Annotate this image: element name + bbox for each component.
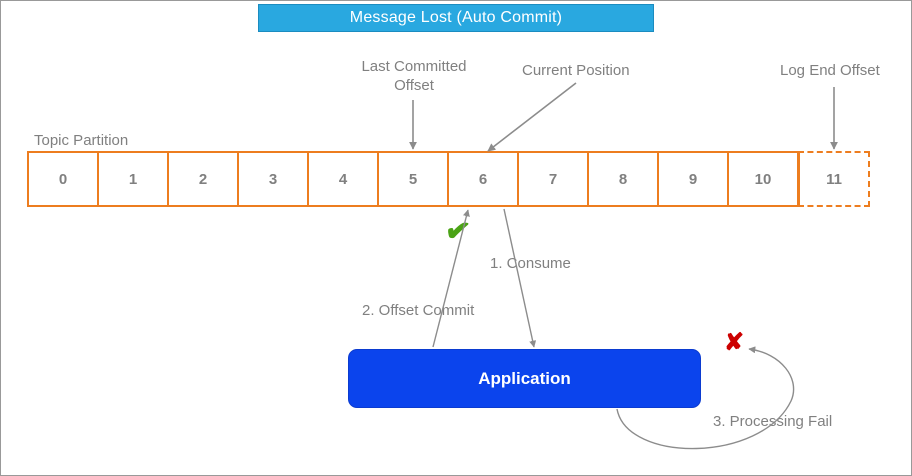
partition-cell[interactable]: 3: [238, 151, 308, 207]
partition-cell[interactable]: 9: [658, 151, 728, 207]
partition-cell[interactable]: 2: [168, 151, 238, 207]
log-end-offset-label: Log End Offset: [780, 62, 880, 79]
last-committed-offset-label: Last Committed Offset: [354, 57, 474, 95]
topic-partition-strip: 0 1 2 3 4 5 6 7 8 9 10 11: [27, 151, 870, 207]
application-label: Application: [478, 368, 571, 388]
arrow-current-position: [487, 82, 577, 152]
current-position-label: Current Position: [522, 62, 630, 79]
diagram-title-banner: Message Lost (Auto Commit): [258, 4, 654, 32]
flow-label-consume: 1. Consume: [490, 255, 571, 272]
page-title: Message Lost (Auto Commit): [349, 9, 563, 26]
flow-label-processing-fail: 3. Processing Fail: [713, 413, 833, 430]
partition-cell[interactable]: 1: [98, 151, 168, 207]
topic-partition-label: Topic Partition: [34, 132, 129, 149]
flow-label-offset-commit: 2. Offset Commit: [362, 302, 475, 319]
partition-cell[interactable]: 6: [448, 151, 518, 207]
partition-cell[interactable]: 4: [308, 151, 378, 207]
success-check-icon: ✔: [442, 213, 473, 250]
last-committed-offset-label-line2: Offset: [394, 77, 434, 94]
partition-cell[interactable]: 10: [728, 151, 798, 207]
partition-cell[interactable]: 8: [588, 151, 658, 207]
last-committed-offset-label-line1: Last Committed: [361, 58, 467, 75]
partition-cell[interactable]: 0: [27, 151, 98, 207]
partition-cell[interactable]: 7: [518, 151, 588, 207]
application-box[interactable]: Application: [348, 349, 701, 408]
partition-cell[interactable]: 5: [378, 151, 448, 207]
partition-cell[interactable]: 11: [798, 151, 870, 207]
arrow-consume: [503, 208, 537, 348]
failure-cross-icon: ✘: [724, 329, 745, 356]
